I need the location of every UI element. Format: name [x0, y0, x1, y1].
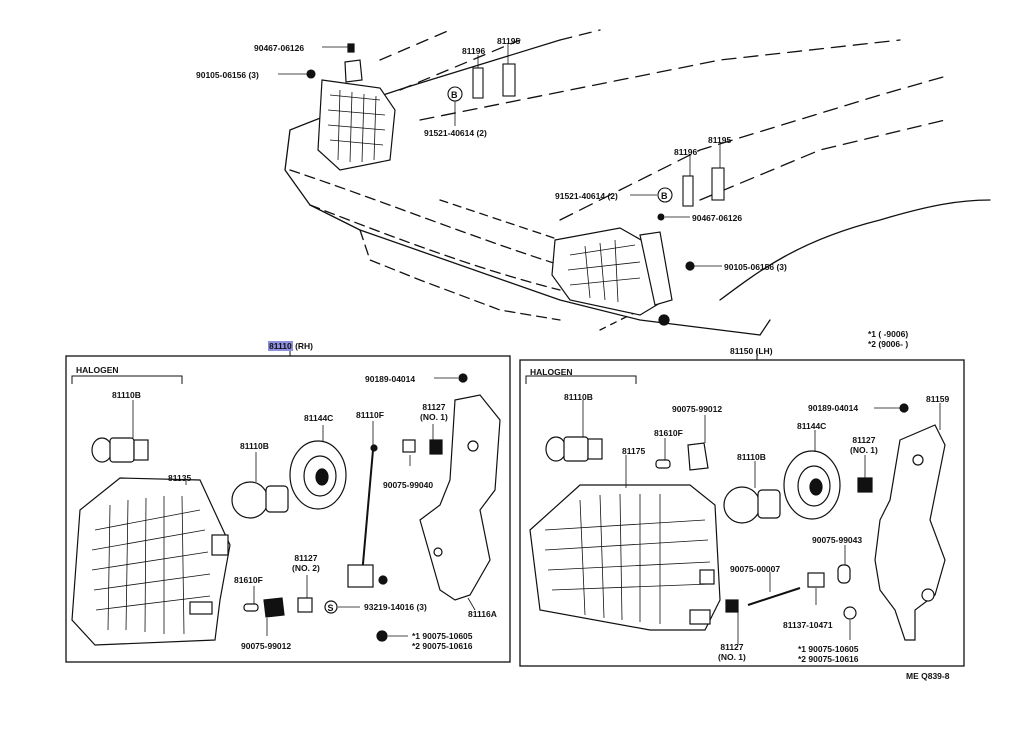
lamp-unit-lh — [529, 484, 721, 631]
rh-frame — [65, 355, 511, 663]
rh-label-nut1[interactable]: 81127 (NO. 1) — [420, 402, 448, 422]
lh-parts — [529, 403, 946, 641]
svg-text:S: S — [328, 603, 334, 613]
rh-label-cap[interactable]: 81144C — [304, 413, 334, 423]
label-mid-p2[interactable]: 90105-06156 (3) — [724, 262, 787, 272]
lh-label-bulb[interactable]: 81110B — [564, 392, 593, 402]
lh-label-bulb2[interactable]: 81110B — [737, 452, 766, 462]
lh-label-cap[interactable]: 81144C — [797, 421, 827, 431]
lh-label-sock-nut[interactable]: 90075-99012 — [672, 404, 723, 414]
rh-type: HALOGEN — [76, 365, 119, 375]
lh-label-screw1[interactable]: 90189-04014 — [808, 403, 859, 413]
rh-label-nut2[interactable]: 81127 (NO. 2) — [292, 553, 320, 573]
rh-label-adjuster[interactable]: 81110F — [356, 410, 384, 420]
rh-title-suffix: (RH) — [292, 341, 314, 351]
lh-label-bracket[interactable]: 81159 — [926, 394, 950, 404]
label-top-bracket1[interactable]: 81196 — [462, 46, 486, 56]
rh-label-bracket[interactable]: 81116A — [468, 609, 497, 619]
rh-label-bulb[interactable]: 81110B — [112, 390, 141, 400]
label-mid-p1[interactable]: 90467-06126 — [692, 213, 743, 223]
label-top-clip[interactable]: 91521-40614 (2) — [424, 128, 487, 138]
rh-label-n2[interactable]: *2 90075-10616 — [412, 641, 473, 651]
rh-title-number[interactable]: 81110 — [268, 341, 293, 351]
lh-type: HALOGEN — [530, 367, 573, 377]
front-headlamp-lh — [551, 227, 695, 326]
legend-r1: *1 ( -9006) — [868, 329, 909, 339]
label-top-bracket2[interactable]: 81195 — [497, 36, 521, 46]
label-lh-top-p1[interactable]: 90467-06126 — [254, 43, 305, 53]
label-lh-top-p2[interactable]: 90105-06156 (3) — [196, 70, 259, 80]
lh-label-bolt[interactable]: 90075-00007 — [730, 564, 781, 574]
lh-label-unit[interactable]: 81175 — [622, 446, 646, 456]
lh-frame — [519, 359, 965, 667]
lh-label-screw2[interactable]: 90075-99043 — [812, 535, 863, 545]
rh-label-bolt[interactable]: 93219-14016 (3) — [364, 602, 427, 612]
lh-title[interactable]: 81150 (LH) — [730, 346, 773, 356]
label-mid-bracket1[interactable]: 81196 — [674, 147, 698, 157]
rh-parts: S — [71, 373, 501, 646]
rh-label-screw2[interactable]: 90075-99040 — [383, 480, 434, 490]
lh-label-n2[interactable]: *2 90075-10616 — [798, 654, 859, 664]
lh-label-sock[interactable]: 81610F — [654, 428, 683, 438]
label-mid-clip[interactable]: 91521-40614 (2) — [555, 191, 618, 201]
lh-label-bolt2[interactable]: 81137-10471 — [783, 620, 833, 630]
label-mid-bracket2[interactable]: 81195 — [708, 135, 732, 145]
reflector-lamp — [71, 477, 231, 646]
rh-label-sock-nut[interactable]: 90075-99012 — [241, 641, 292, 651]
lh-label-nut2[interactable]: 81127 (NO. 1) — [718, 642, 746, 662]
svg-text:B: B — [661, 191, 668, 201]
dust-cap — [289, 440, 347, 510]
rh-label-sock[interactable]: 81610F — [234, 575, 263, 585]
rh-label-screw1[interactable]: 90189-04014 — [365, 374, 416, 384]
bulb-h4 — [91, 437, 149, 463]
legend-r2: *2 (9006- ) — [868, 339, 909, 349]
rh-label-reflector[interactable]: 81135 — [168, 473, 192, 483]
lh-label-nut1[interactable]: 81127 (NO. 1) — [850, 435, 878, 455]
bulb-h4-lh — [545, 436, 603, 462]
rh-label-n1[interactable]: *1 90075-10605 — [412, 631, 473, 641]
lh-label-n1[interactable]: *1 90075-10605 — [798, 644, 859, 654]
svg-text:B: B — [451, 90, 458, 100]
footer-code: ME Q839-8 — [906, 671, 950, 681]
front-headlamp-rh — [317, 43, 396, 171]
rh-label-bulb2[interactable]: 81110B — [240, 441, 269, 451]
rh-title[interactable]: 81110 (RH) — [268, 341, 313, 351]
bulb-round — [231, 481, 289, 519]
